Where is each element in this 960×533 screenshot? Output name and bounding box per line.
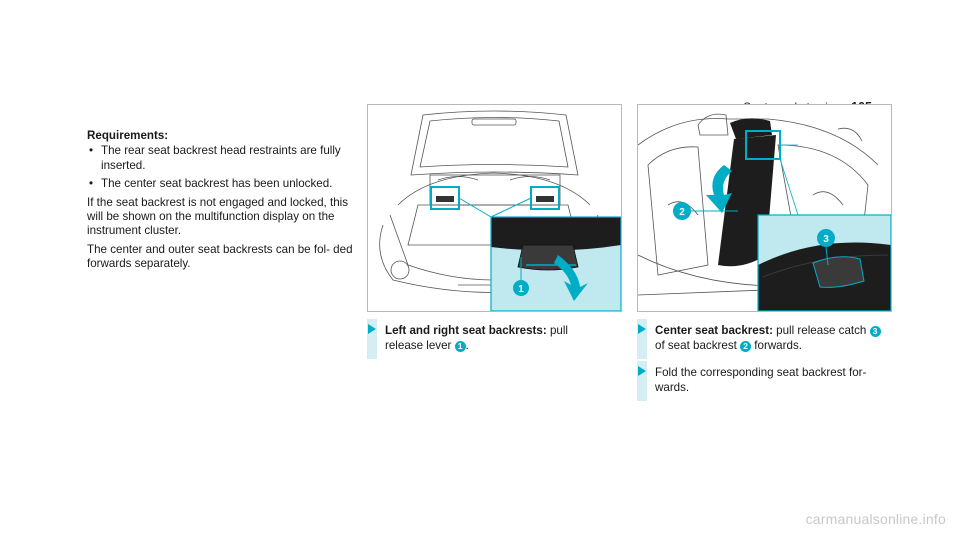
instruction-step: Center seat backrest: pull release catch… <box>637 319 892 359</box>
seat-illustration-svg: 2 3 <box>638 113 891 311</box>
instruction-center: Center seat backrest: pull release catch… <box>637 319 892 407</box>
callout-2-label: 2 <box>679 207 685 218</box>
list-item: The center seat backrest has been unlock… <box>87 177 362 192</box>
step-text-mid: of seat backrest <box>655 339 741 352</box>
step-bar <box>367 319 377 359</box>
callout-1-label: 1 <box>518 284 524 295</box>
instruction-step: Left and right seat backrests: pull rele… <box>367 319 607 359</box>
requirements-title: Requirements: <box>87 129 169 142</box>
step-text-end: . <box>465 339 469 352</box>
step-text: pull release catch <box>772 324 870 337</box>
paragraph-separate-fold: The center and outer seat backrests can … <box>87 242 353 271</box>
requirements-list: The rear seat backrest head restraints a… <box>87 144 362 192</box>
callout-3-marker <box>817 229 835 247</box>
trunk-illustration-svg: 1 <box>379 110 621 311</box>
callout-ref-3: 3 <box>869 326 881 337</box>
step-heading: Left and right seat backrests: <box>385 324 547 337</box>
callout-3-label: 3 <box>823 234 829 245</box>
requirements-column: Requirements: The rear seat backrest hea… <box>87 129 362 272</box>
step-arrow-icon <box>368 324 376 334</box>
trunk-release-lever-illustration: 1 <box>367 104 622 312</box>
step-bar <box>637 319 647 359</box>
step-text: Fold the corresponding seat backrest for… <box>655 366 867 394</box>
center-backrest-illustration: 2 3 <box>637 104 892 312</box>
callout-ref-2: 2 <box>740 341 752 352</box>
step-heading: Center seat backrest: <box>655 324 773 337</box>
list-item: The rear seat backrest head restraints a… <box>87 144 362 173</box>
site-watermark: carmanualsonline.info <box>805 511 946 527</box>
callout-1-marker <box>513 280 529 296</box>
callout-2-marker <box>673 202 691 220</box>
step-bar <box>637 361 647 401</box>
callout-ref-1: 1 <box>454 341 466 352</box>
step-arrow-icon <box>638 366 646 376</box>
paragraph-lock-warning: If the seat backrest is not engaged and … <box>87 195 349 238</box>
instruction-step: Fold the corresponding seat backrest for… <box>637 361 892 401</box>
step-text-end: forwards. <box>751 339 802 352</box>
instruction-left-right: Left and right seat backrests: pull rele… <box>367 319 607 365</box>
step-arrow-icon <box>638 324 646 334</box>
step-text: pull release lever <box>385 324 568 352</box>
